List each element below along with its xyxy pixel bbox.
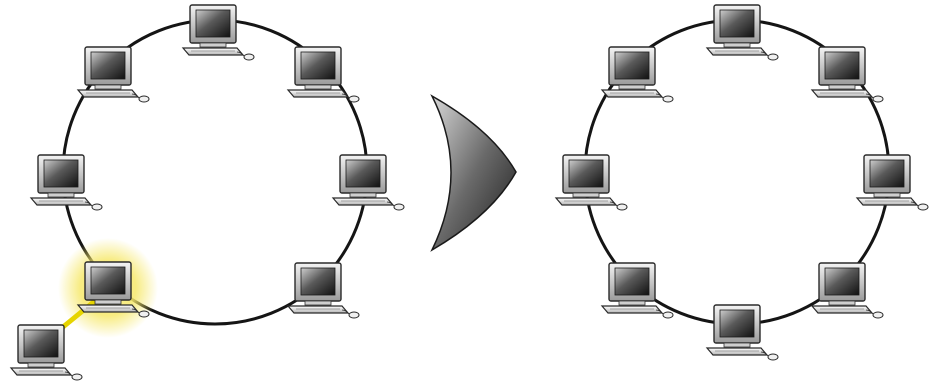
joining-computer-icon (10, 324, 83, 381)
computer-icon (287, 262, 360, 319)
computer-icon (811, 262, 884, 319)
computer-icon (77, 46, 150, 103)
computer-icon (811, 46, 884, 103)
computer-icon (706, 304, 779, 361)
after-network (555, 4, 929, 361)
computer-icon (30, 154, 103, 211)
before-network (10, 4, 405, 381)
chevron-right-icon (430, 94, 517, 252)
computer-icon (601, 46, 674, 103)
computer-icon (601, 262, 674, 319)
computer-icon (856, 154, 929, 211)
computer-icon (332, 154, 405, 211)
computer-icon (287, 46, 360, 103)
computer-icon (182, 4, 255, 61)
computer-icon (706, 4, 779, 61)
computer-icon (555, 154, 628, 211)
